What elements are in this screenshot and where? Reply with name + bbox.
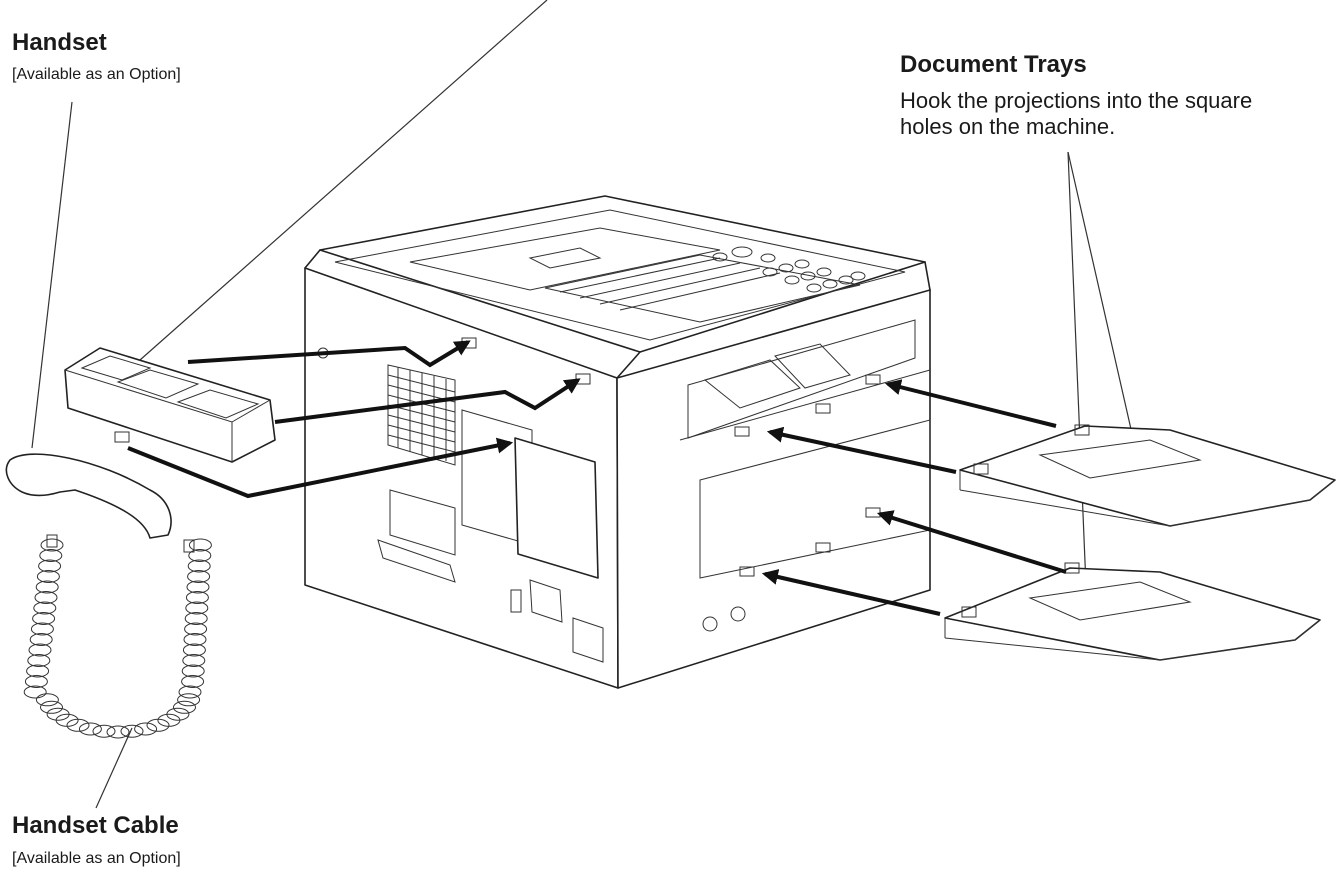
cable-coil-loop xyxy=(181,675,205,688)
cable-coil-loop xyxy=(188,549,212,562)
cable-coil-loop xyxy=(40,538,64,552)
leader-line-handset-cable xyxy=(95,727,133,809)
leader-line-tray-lower xyxy=(1067,151,1088,611)
document-tray-lower xyxy=(944,562,1321,661)
document-trays-desc-line2: holes on the machine. xyxy=(900,114,1116,139)
cable-coil-loop xyxy=(32,612,56,625)
cable-coil-loop xyxy=(120,724,144,738)
machine-front-face xyxy=(616,289,931,689)
leader-line-top xyxy=(139,0,548,361)
arrow-tray-upper-1 xyxy=(884,379,1057,428)
cable-coil-loop xyxy=(40,700,63,714)
document-tray-upper xyxy=(959,424,1336,527)
cable-coil-loop xyxy=(92,724,116,738)
cable-coil-loop xyxy=(184,612,208,625)
assembly-arrows xyxy=(127,340,1067,616)
cable-coil-loop xyxy=(27,654,51,667)
cable-coil-loop xyxy=(78,722,102,736)
handset-cable-note: [Available as an Option] xyxy=(12,850,181,867)
arrow-tray-lower-1 xyxy=(876,510,1067,574)
handset-cradle xyxy=(64,347,276,463)
cable-coil-loop xyxy=(38,559,62,573)
side-panel-cover xyxy=(514,437,599,579)
cable-coil-loop xyxy=(134,722,158,736)
cable-coil-loop xyxy=(23,685,47,699)
cable-coil-loop xyxy=(184,622,208,636)
handset-title: Handset xyxy=(12,29,107,56)
arrow-tray-lower-2 xyxy=(761,569,941,616)
cable-coil-loop xyxy=(182,643,206,657)
cable-coil-loop xyxy=(36,570,60,583)
tray-hole-2 xyxy=(815,403,831,414)
cable-coil-loop xyxy=(187,570,211,583)
leader-lines xyxy=(31,0,1139,809)
cable-coil-loop xyxy=(181,664,205,678)
cable-coil-loop xyxy=(173,700,196,714)
cable-coil-loop xyxy=(186,580,210,594)
cable-coil-loop xyxy=(39,549,63,562)
cable-coil-loop xyxy=(29,633,53,646)
cable-coil-loop xyxy=(187,559,211,573)
cable-coil-loop xyxy=(185,591,209,604)
tray-hole-3 xyxy=(734,426,750,437)
tray-hole-5 xyxy=(815,542,831,553)
leader-line-handset xyxy=(31,101,73,449)
tray-hole-1 xyxy=(865,374,881,385)
arrow-cradle-to-hole-1 xyxy=(187,340,471,368)
cable-coil-loop xyxy=(35,693,59,707)
cable-coil-loop xyxy=(34,591,58,604)
control-panel-buttons xyxy=(712,246,866,293)
cable-coil-loop xyxy=(185,601,209,615)
arrow-cable-to-side xyxy=(127,437,514,499)
cable-coil-loop xyxy=(178,685,202,699)
cable-coil-loop xyxy=(166,707,190,721)
cable-coil-loop xyxy=(26,664,50,678)
handset xyxy=(5,453,195,553)
cradle-connector xyxy=(114,431,130,443)
cable-coil-loop xyxy=(106,725,130,739)
document-trays-title: Document Trays xyxy=(900,51,1087,78)
arrow-tray-upper-2 xyxy=(766,426,957,474)
handset-note: [Available as an Option] xyxy=(12,66,181,83)
leader-line-tray-upper xyxy=(1067,151,1139,461)
cable-coil-loop xyxy=(33,601,57,615)
tray-hole-6 xyxy=(739,566,755,577)
cable-coil-loop xyxy=(35,580,59,594)
cable-coil-loop xyxy=(177,693,201,707)
cable-coil-loop xyxy=(24,675,48,688)
arrow-cradle-to-hole-2 xyxy=(274,378,581,424)
fax-machine xyxy=(304,195,931,689)
cable-coil-loop xyxy=(28,643,52,657)
handset-cable-coil xyxy=(23,538,212,739)
handset-cable-title: Handset Cable xyxy=(12,812,179,839)
cable-coil-loop xyxy=(188,538,212,552)
cable-coil-loop xyxy=(30,622,54,636)
cable-coil-loop xyxy=(66,718,90,732)
cable-coil-loop xyxy=(183,633,207,646)
cable-coil-loop xyxy=(182,654,206,667)
document-trays-desc-line1: Hook the projections into the square xyxy=(900,88,1253,113)
